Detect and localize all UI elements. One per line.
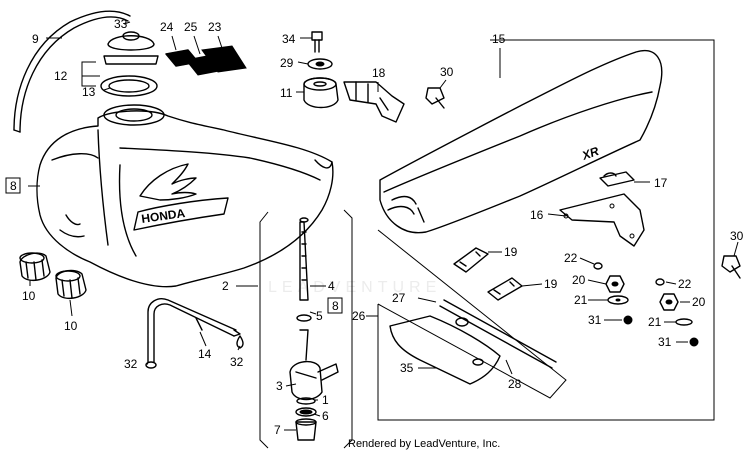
callout-20-right: 20 xyxy=(692,295,706,309)
cap-gasket xyxy=(100,75,158,97)
callout-9: 9 xyxy=(32,32,39,46)
seat-emblem-text: XR xyxy=(579,144,601,163)
fuel-line-hose xyxy=(147,298,241,363)
seat-cushion-19b xyxy=(487,277,523,301)
callout-21-right: 21 xyxy=(648,315,662,329)
callout-15: 15 xyxy=(492,32,506,46)
callout-2: 2 xyxy=(222,279,229,293)
callout-18: 18 xyxy=(372,66,386,80)
fuel-cock-bracket xyxy=(259,209,353,449)
callout-30-right: 30 xyxy=(730,229,744,243)
callout-28: 28 xyxy=(508,377,522,391)
hose-clip-right xyxy=(236,335,244,349)
callout-35: 35 xyxy=(400,361,414,375)
callout-8-box xyxy=(5,177,21,194)
callout-33: 33 xyxy=(114,17,128,31)
callout-6: 6 xyxy=(322,409,329,423)
callout-19-upper: 19 xyxy=(504,245,518,259)
callout-8-cock: 8 xyxy=(332,299,339,313)
seat-bolt xyxy=(311,31,323,53)
fuel-cup xyxy=(295,418,317,441)
bolt-30-right xyxy=(721,255,741,279)
seat-bolt-upper xyxy=(425,87,445,109)
callout-32-left: 32 xyxy=(124,357,138,371)
callout-31-right: 31 xyxy=(658,335,672,349)
fuel-strainer xyxy=(299,217,309,301)
callout-16: 16 xyxy=(530,208,544,222)
callout-8-cock-box xyxy=(327,297,343,314)
fuel-tank xyxy=(36,104,334,288)
callout-27: 27 xyxy=(392,291,406,305)
callout-24: 24 xyxy=(160,20,174,34)
callout-32-right: 32 xyxy=(230,355,244,369)
tank-emblem-text: HONDA xyxy=(140,206,186,226)
watermark: LEADVENTURE xyxy=(268,279,441,296)
callout-20-left: 20 xyxy=(572,273,586,287)
grommet-22a xyxy=(593,262,603,270)
leader-lines xyxy=(28,21,739,431)
tool-bag-box xyxy=(377,229,567,399)
seat-assembly-box xyxy=(377,39,715,421)
callout-22-right: 22 xyxy=(678,277,692,291)
tool-bag-band xyxy=(439,299,557,369)
bolt-31a xyxy=(623,315,633,325)
fuel-cap xyxy=(103,31,159,65)
callout-13: 13 xyxy=(82,85,96,99)
callout-1: 1 xyxy=(322,393,329,407)
callout-26: 26 xyxy=(352,309,366,323)
grommet-22b xyxy=(655,278,665,286)
callout-12: 12 xyxy=(54,69,68,83)
tank-cushion-left xyxy=(19,252,51,282)
callout-17: 17 xyxy=(654,176,668,190)
fuel-cock xyxy=(289,329,339,401)
seat-rubber-bracket xyxy=(343,81,405,123)
washer-21a xyxy=(607,295,629,305)
tank-cushion-right xyxy=(55,269,87,300)
fuel-cock-washer xyxy=(296,397,316,405)
seat-cushion-19a xyxy=(453,247,489,273)
breather-tube xyxy=(13,10,131,133)
tool-bag xyxy=(389,315,501,385)
callout-23: 23 xyxy=(208,20,222,34)
callout-14: 14 xyxy=(198,347,212,361)
tank-stripe-decals xyxy=(165,45,247,76)
callout-4: 4 xyxy=(328,279,335,293)
callout-21-left: 21 xyxy=(574,293,588,307)
seat-cushion-17 xyxy=(599,171,635,187)
nut-20a xyxy=(605,275,625,293)
callout-5: 5 xyxy=(316,309,323,323)
seat-bracket xyxy=(559,193,645,247)
washer xyxy=(307,58,333,70)
hose-clip-left xyxy=(145,361,157,369)
callout-3: 3 xyxy=(276,379,283,393)
callout-19-lower: 19 xyxy=(544,277,558,291)
callout-7: 7 xyxy=(274,423,281,437)
callout-31-left: 31 xyxy=(588,313,602,327)
callout-25: 25 xyxy=(184,20,198,34)
callout-22-left: 22 xyxy=(564,251,578,265)
bolt-31b xyxy=(689,337,699,347)
callout-29: 29 xyxy=(280,56,294,70)
callout-labels: 9 33 24 25 23 12 13 34 29 11 18 30 15 8 … xyxy=(5,17,744,437)
callout-34: 34 xyxy=(282,32,296,46)
credit-text: Rendered by LeadVenture, Inc. xyxy=(348,438,500,450)
callout-10-right: 10 xyxy=(64,319,78,333)
callout-8-tank: 8 xyxy=(10,179,17,193)
nut-20b xyxy=(659,293,679,311)
mounting-rubber xyxy=(303,77,339,109)
fuel-cock-gasket xyxy=(295,407,317,417)
washer-21b xyxy=(675,318,693,326)
honda-wing-emblem: HONDA xyxy=(133,163,229,231)
callout-11: 11 xyxy=(280,86,293,100)
seat: XR xyxy=(379,50,663,234)
callout-30-upper: 30 xyxy=(440,65,454,79)
strainer-o-ring xyxy=(296,314,312,322)
callout-10-left: 10 xyxy=(22,289,36,303)
